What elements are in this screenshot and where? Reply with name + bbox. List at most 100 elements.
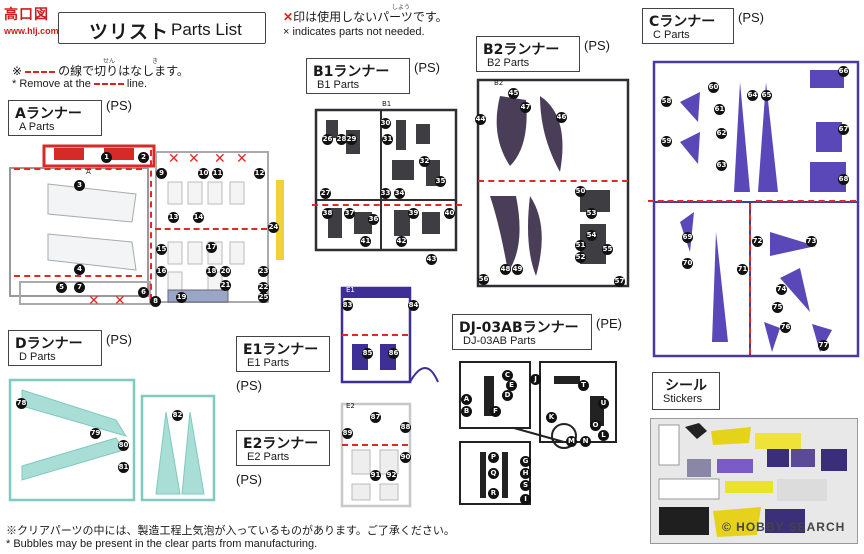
cut-line: [14, 168, 142, 170]
part-number: 56: [478, 274, 489, 285]
part-number: 10: [198, 168, 209, 179]
cut-line: [342, 334, 408, 336]
part-number: 13: [168, 212, 179, 223]
part-number: 47: [520, 102, 531, 113]
part-number: 17: [206, 242, 217, 253]
part-number: L: [598, 430, 609, 441]
part-number: 55: [602, 244, 613, 255]
part-number: 61: [714, 104, 725, 115]
part-number: R: [488, 488, 499, 499]
part-number: 64: [747, 90, 758, 101]
sticker-sheet: [650, 418, 858, 544]
runner-d-type: (PS): [106, 332, 132, 347]
stickers-label: シール Stickers: [652, 372, 720, 410]
logo-text: 高口図: [4, 7, 49, 23]
runner-b1-label: B1ランナー B1 Parts: [306, 58, 410, 94]
part-number: 14: [193, 212, 204, 223]
part-number: 78: [16, 398, 27, 409]
part-number: P: [488, 452, 499, 463]
runner-d-label: Dランナー D Parts: [8, 330, 102, 366]
runner-dj-diagram: [454, 356, 626, 508]
part-number: 18: [206, 266, 217, 277]
runner-tag: B2: [494, 79, 504, 87]
part-number: C: [502, 370, 513, 381]
cut-line: [756, 200, 856, 202]
part-number: 77: [818, 340, 829, 351]
part-number: 15: [156, 244, 167, 255]
x-mark-icon: ✕: [188, 151, 200, 167]
runner-tag: E1: [346, 286, 355, 294]
part-number: 45: [508, 88, 519, 99]
runner-tag: E2: [346, 402, 355, 410]
part-number: 88: [400, 422, 411, 433]
part-number: 6: [138, 287, 149, 298]
part-number: 25: [258, 292, 269, 303]
part-number: 69: [682, 232, 693, 243]
title-en: Parts List: [171, 20, 242, 39]
title-jp: ツリスト: [89, 21, 170, 43]
part-number: 26: [322, 134, 333, 145]
runner-e1-label: E1ランナー E1 Parts: [236, 336, 330, 372]
part-number: 33: [380, 188, 391, 199]
not-needed-note-jp: ✕印は使用しないパーツです。: [283, 10, 448, 24]
part-number: 11: [212, 168, 223, 179]
part-number: 72: [752, 236, 763, 247]
part-number: D: [502, 390, 513, 401]
runner-c-diagram: [640, 52, 860, 364]
part-number: S: [520, 480, 531, 491]
cut-line-icon: [93, 83, 124, 86]
part-number: 79: [90, 428, 101, 439]
part-number: 38: [322, 208, 333, 219]
part-number: 39: [408, 208, 419, 219]
part-number: 16: [156, 266, 167, 277]
part-number: 2: [138, 152, 149, 163]
part-number: 82: [172, 410, 183, 421]
runner-b2-label: B2ランナー B2 Parts: [476, 36, 580, 72]
part-number: 63: [716, 160, 727, 171]
x-mark-icon: ✕: [283, 10, 294, 24]
part-number: 46: [556, 112, 567, 123]
part-number: F: [490, 406, 501, 417]
part-number: U: [598, 398, 609, 409]
part-number: 37: [344, 208, 355, 219]
part-number: 34: [394, 188, 405, 199]
runner-c-type: (PS): [738, 10, 764, 25]
part-number: 23: [258, 266, 269, 277]
runner-a-label: Aランナー A Parts: [8, 100, 102, 136]
part-number: 24: [268, 222, 279, 233]
part-number: 58: [661, 96, 672, 107]
part-number: 87: [370, 412, 381, 423]
runner-b2-type: (PS): [584, 38, 610, 53]
part-number: 80: [118, 440, 129, 451]
part-number: 3: [74, 180, 85, 191]
part-number: 42: [396, 236, 407, 247]
cut-line: [749, 204, 751, 354]
x-mark-icon: ✕: [88, 293, 100, 309]
part-number: B: [461, 406, 472, 417]
runner-e2-label: E2ランナー E2 Parts: [236, 430, 330, 466]
page-title: ツリスト Parts List: [58, 12, 266, 44]
part-number: K: [546, 412, 557, 423]
part-number: 73: [806, 236, 817, 247]
part-number: 20: [220, 266, 231, 277]
part-number: 28: [336, 134, 347, 145]
part-number: 4: [74, 264, 85, 275]
x-mark-icon: ✕: [168, 151, 180, 167]
part-number: 83: [342, 300, 353, 311]
part-number: 70: [682, 258, 693, 269]
ruby-shiyou: しよう: [392, 4, 411, 11]
cut-line: [155, 228, 267, 230]
ruby-ki: き: [152, 58, 159, 65]
runner-b2-diagram: [470, 76, 632, 294]
cut-line: [648, 200, 742, 202]
part-number: M: [566, 436, 577, 447]
part-number: N: [580, 436, 591, 447]
cut-line-icon: [25, 70, 56, 73]
cut-note-jp: ※の線で切りはなします。: [12, 64, 189, 78]
footer-note-en: * Bubbles may be present in the clear pa…: [6, 538, 318, 550]
watermark: © HOBBY SEARCH: [722, 520, 846, 534]
part-number: 91: [370, 470, 381, 481]
part-number: 68: [838, 174, 849, 185]
part-number: 66: [838, 66, 849, 77]
